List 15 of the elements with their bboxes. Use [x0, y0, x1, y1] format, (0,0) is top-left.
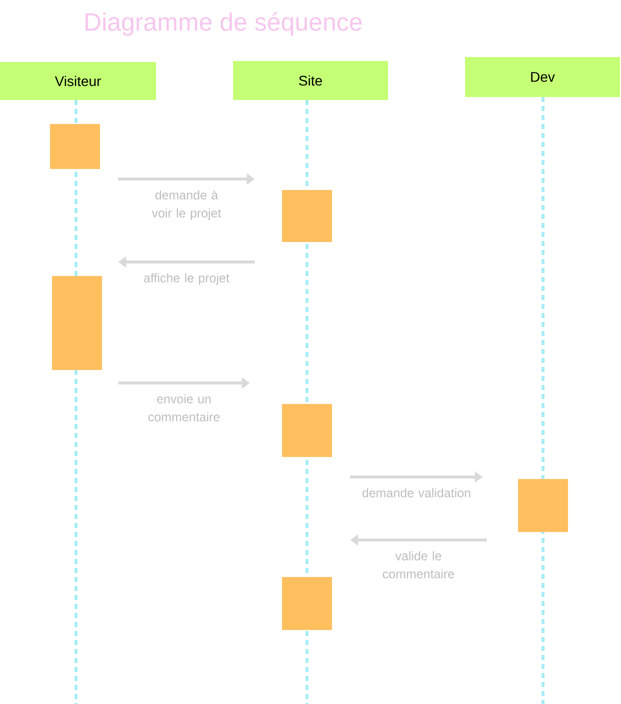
- title: Diagramme de séquence: [86, 12, 362, 36]
- activation-box: [282, 190, 332, 242]
- activation-box: [518, 479, 568, 532]
- edge-label: envoie un commentaire: [148, 394, 220, 422]
- participant-box: Site: [233, 61, 388, 100]
- edge-label: demande validation: [362, 488, 470, 498]
- participant-box: Visiteur: [0, 62, 156, 100]
- activation-box: [282, 577, 332, 630]
- participant-box: Dev: [465, 57, 620, 97]
- edge-label: valide le commentaire: [382, 551, 454, 578]
- activation-box: [52, 276, 102, 370]
- activation-box: [50, 124, 100, 169]
- activation-box: [282, 404, 332, 457]
- edge-label: affiche le projet: [144, 273, 230, 285]
- edge-label: demande à voir le projet: [152, 190, 222, 220]
